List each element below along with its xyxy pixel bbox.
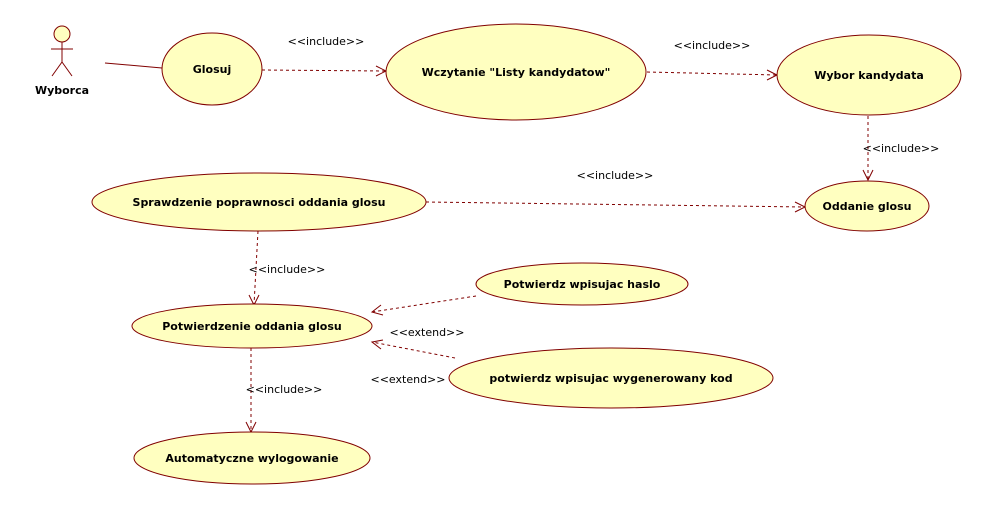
include-sprawdzenie-oddanie: <<include>> xyxy=(425,169,807,213)
include-label: <<include>> xyxy=(249,263,326,276)
extend-label: <<extend>> xyxy=(390,326,465,339)
use-case-potwierdz-kod: potwierdz wpisujac wygenerowany kod xyxy=(448,347,774,409)
use-case-glosuj: Glosuj xyxy=(161,32,263,106)
use-case-potwierdz-haslo: Potwierdz wpisujac haslo xyxy=(475,262,689,306)
actor-wyborca: Wyborca xyxy=(35,25,89,97)
actor-name: Wyborca xyxy=(35,84,89,97)
use-case-label: potwierdz wpisujac wygenerowany kod xyxy=(489,372,732,385)
include-glosuj-wczytanie: <<include>> xyxy=(261,35,388,77)
include-label: <<include>> xyxy=(674,39,751,52)
extend-haslo-potwierdzenie: <<extend>> xyxy=(370,295,477,339)
association-line xyxy=(104,62,163,69)
use-case-potwierdzenie: Potwierdzenie oddania glosu xyxy=(131,303,373,349)
include-label: <<include>> xyxy=(288,35,365,48)
include-wczytanie-wybor: <<include>> xyxy=(646,39,779,81)
use-case-label: Oddanie glosu xyxy=(823,200,912,213)
actor-left-leg xyxy=(51,61,63,77)
include-label: <<include>> xyxy=(577,169,654,182)
actor-head xyxy=(53,25,71,43)
include-label: <<include>> xyxy=(863,142,940,155)
include-wybor-oddanie: <<include>> xyxy=(862,116,940,182)
use-case-label: Wczytanie "Listy kandydatow" xyxy=(422,66,611,79)
extend-label: <<extend>> xyxy=(371,373,446,386)
use-case-wybor: Wybor kandydata xyxy=(776,34,962,116)
include-sprawdzenie-potwierdzenie: <<include>> xyxy=(248,230,326,307)
extend-kod-potwierdzenie: <<extend>> xyxy=(371,339,456,386)
use-case-sprawdzenie: Sprawdzenie poprawnosci oddania glosu xyxy=(91,172,427,232)
use-case-wylogowanie: Automatyczne wylogowanie xyxy=(133,431,371,485)
use-case-label: Potwierdzenie oddania glosu xyxy=(162,320,342,333)
use-case-wczytanie: Wczytanie "Listy kandydatow" xyxy=(385,23,647,121)
include-label: <<include>> xyxy=(246,383,323,396)
use-case-label: Sprawdzenie poprawnosci oddania glosu xyxy=(133,196,386,209)
use-case-label: Automatyczne wylogowanie xyxy=(165,452,338,465)
include-potwierdzenie-wylogowanie: <<include>> xyxy=(245,348,323,434)
use-case-label: Wybor kandydata xyxy=(814,69,924,82)
use-case-oddanie: Oddanie glosu xyxy=(804,180,930,232)
use-case-label: Potwierdz wpisujac haslo xyxy=(504,278,661,291)
use-case-label: Glosuj xyxy=(193,63,232,76)
actor-right-leg xyxy=(61,61,73,77)
